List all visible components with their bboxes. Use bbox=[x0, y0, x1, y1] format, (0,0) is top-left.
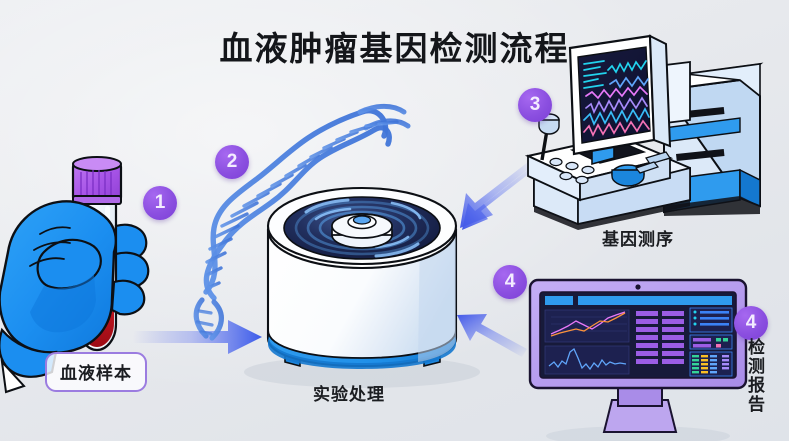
label-gene-sequencing: 基因测序 bbox=[602, 230, 674, 249]
step-badge-1: 1 bbox=[143, 186, 177, 220]
step-badge-4-right: 4 bbox=[734, 306, 768, 340]
arrow-sequencer-to-centrifuge bbox=[460, 162, 540, 230]
label-lab-processing: 实验处理 bbox=[313, 385, 385, 404]
page-title: 血液肿瘤基因检测流程 bbox=[219, 30, 570, 67]
sequencer-icon bbox=[524, 34, 764, 230]
step-badge-2: 2 bbox=[215, 145, 249, 179]
step-badge-3: 3 bbox=[518, 88, 552, 122]
arrow-report-to-centrifuge bbox=[457, 314, 527, 357]
step-badge-4-left: 4 bbox=[493, 265, 527, 299]
centrifuge-icon bbox=[244, 186, 480, 388]
label-blood-sample: 血液样本 bbox=[45, 352, 147, 392]
arrow-sample-to-centrifuge bbox=[133, 320, 262, 354]
report-monitor-icon bbox=[528, 278, 748, 441]
gloved-hand-icon bbox=[0, 200, 150, 394]
label-test-report: 检测报告 bbox=[745, 338, 764, 414]
dna-helix-icon bbox=[193, 103, 411, 341]
